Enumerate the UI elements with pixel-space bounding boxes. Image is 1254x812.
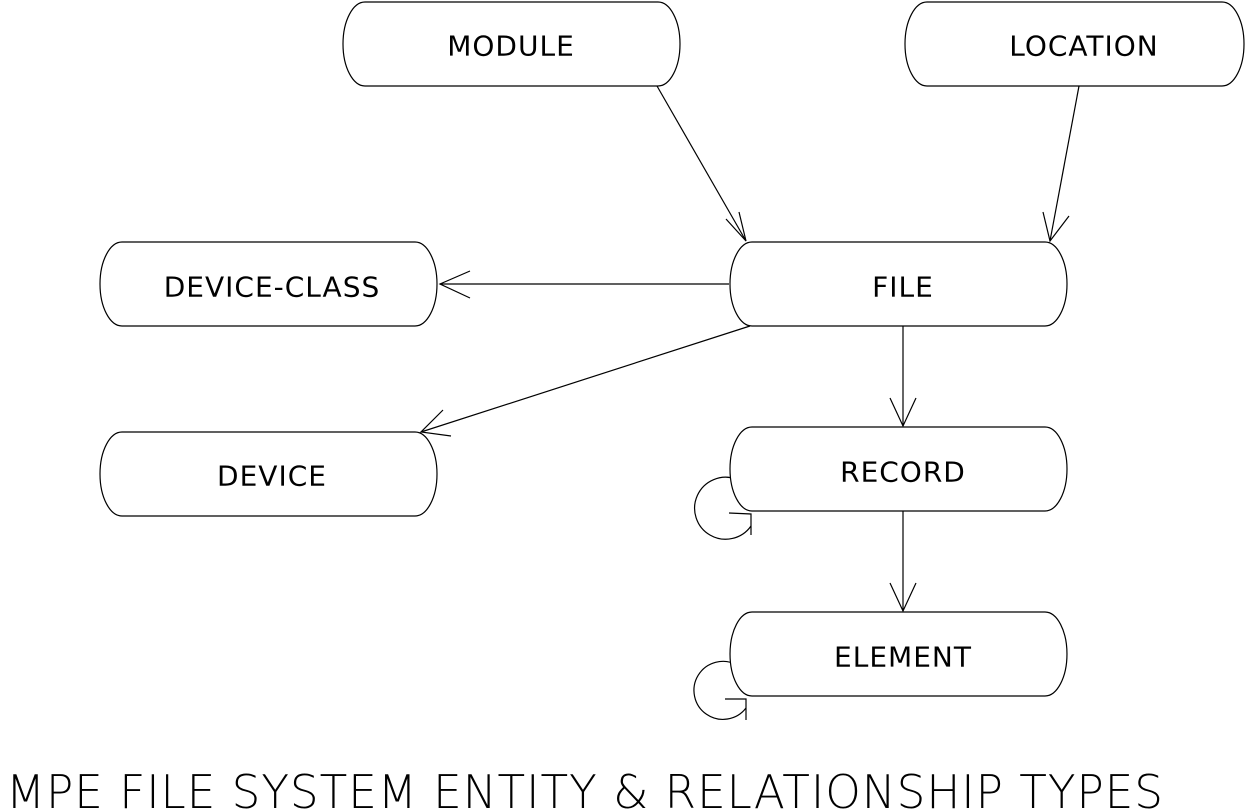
arrowhead [725, 211, 747, 242]
diagram-caption: MPE FILE SYSTEM ENTITY & RELATIONSHIP TY… [6, 765, 1164, 812]
node-location-label: LOCATION [1009, 30, 1159, 63]
node-device-class: DEVICE-CLASS [99, 241, 438, 327]
edges [419, 85, 1080, 720]
node-module-label: MODULE [447, 30, 575, 63]
arrowhead [725, 698, 747, 720]
edge-location-to-file [1042, 85, 1080, 243]
arrowhead [889, 582, 917, 613]
node-device-label: DEVICE [217, 460, 327, 493]
arrowhead [1042, 211, 1070, 243]
arrowhead [419, 409, 452, 437]
node-module: MODULE [342, 1, 681, 87]
edge-module-to-file [656, 85, 747, 242]
node-element-label: ELEMENT [834, 641, 972, 674]
edge-record-self-loop [694, 476, 752, 540]
edge-record-to-element [889, 511, 917, 613]
node-device-class-label: DEVICE-CLASS [164, 271, 381, 304]
node-file-label: FILE [872, 271, 934, 304]
arrowhead [889, 397, 917, 428]
edge-element-self-loop [693, 660, 747, 720]
arrowhead [728, 512, 752, 535]
node-file: FILE [729, 241, 1068, 327]
node-device: DEVICE [99, 431, 438, 517]
node-location: LOCATION [904, 1, 1245, 87]
edge-file-to-device-class [438, 270, 729, 299]
node-record-label: RECORD [840, 456, 966, 489]
node-record: RECORD [729, 426, 1068, 512]
node-element: ELEMENT [729, 611, 1068, 697]
arrowhead [438, 270, 471, 299]
edge-file-to-record [889, 326, 917, 428]
edge-file-to-device [419, 325, 751, 437]
